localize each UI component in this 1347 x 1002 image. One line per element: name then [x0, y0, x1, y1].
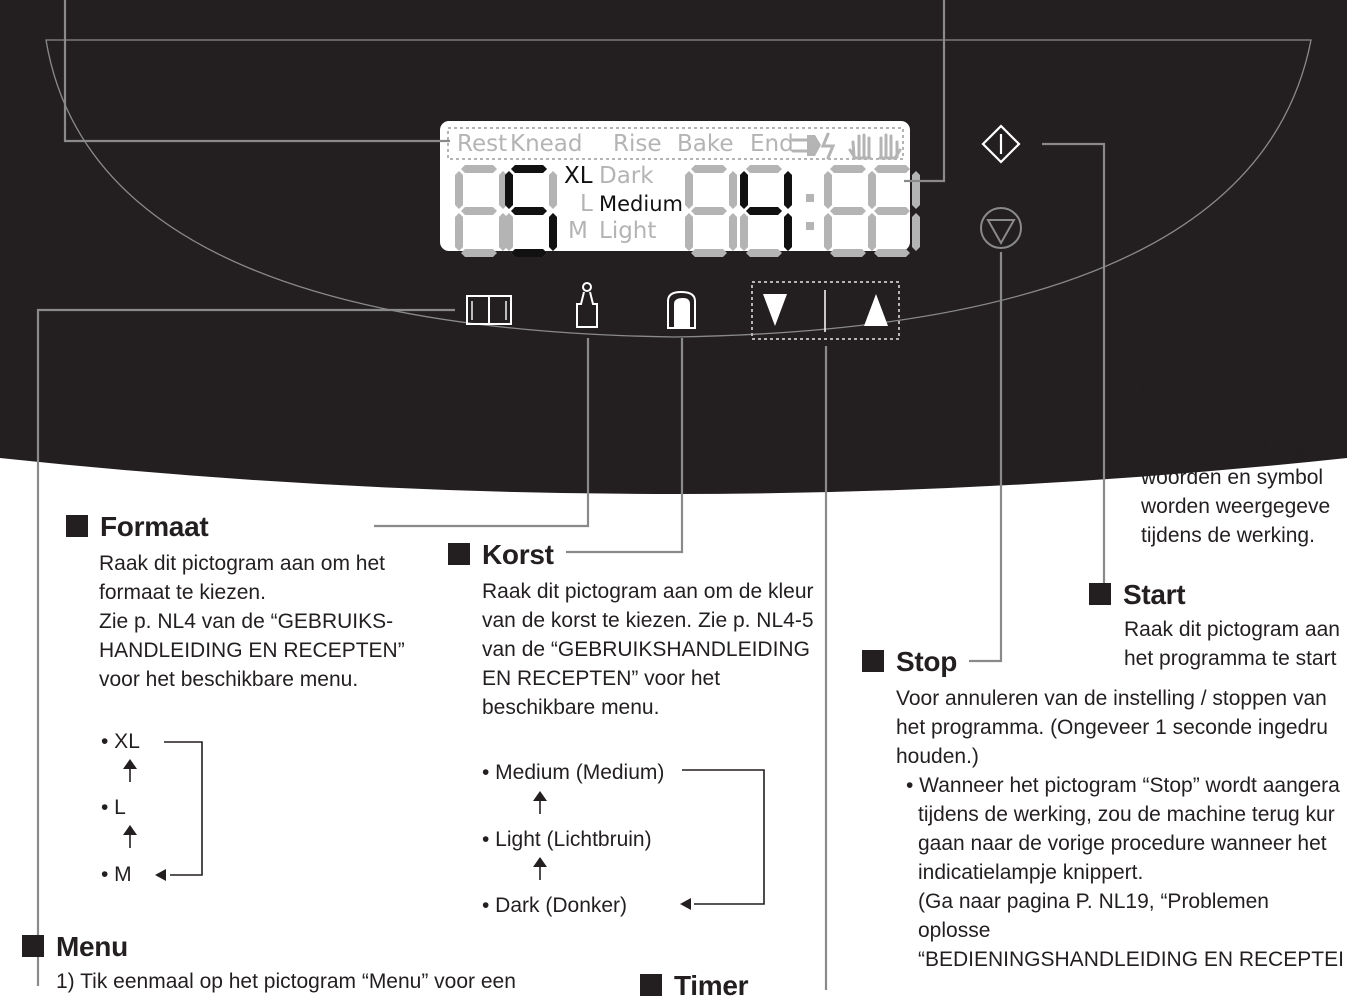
- size-option-l: • L: [101, 796, 126, 819]
- lcd-size-l: L: [580, 191, 593, 217]
- lcd-size-xl: XL: [564, 163, 593, 189]
- section-stop-title: Stop: [862, 646, 957, 678]
- up-arrow-icon: [533, 791, 547, 814]
- cycle-lines: [164, 741, 765, 905]
- crust-bread-icon[interactable]: [667, 290, 696, 329]
- lcd-crust-dark: Dark: [599, 163, 654, 189]
- lcd-size-m: M: [568, 218, 588, 244]
- display-note: • De afbeelding toont woorden en symbol …: [1127, 379, 1331, 547]
- size-option-m: • M: [101, 863, 132, 886]
- stop-icon[interactable]: [980, 207, 1022, 249]
- timer-buttons-frame: [751, 281, 900, 340]
- lcd-crust-medium: Medium: [599, 192, 683, 216]
- left-arrow-icon: [680, 898, 691, 910]
- section-start-title: Start: [1089, 579, 1186, 611]
- up-arrow-icon[interactable]: [864, 294, 888, 326]
- size-weight-icon[interactable]: [576, 282, 598, 328]
- panel-inner-outline: [45, 39, 1312, 338]
- lcd-stage-rest: Rest: [457, 131, 508, 157]
- crust-option-light: • Light (Lichtbruin): [482, 828, 652, 851]
- section-menu-text: 1) Tik eenmaal op het pictogram “Menu” v…: [56, 970, 516, 993]
- lcd-window: [440, 121, 910, 251]
- recipe-book-icon[interactable]: [466, 295, 512, 325]
- left-arrow-icon: [155, 869, 166, 881]
- lcd-stage-end: End: [750, 131, 794, 157]
- lcd-crust-light: Light: [599, 218, 657, 244]
- section-stop-text: Voor annuleren van de instelling / stopp…: [896, 687, 1328, 768]
- up-arrow-icon: [533, 857, 547, 880]
- power-plug-icon: [791, 132, 836, 160]
- section-timer-title: Timer: [640, 970, 749, 1002]
- section-menu-title: Menu: [22, 931, 128, 963]
- section-stop-note: • Wanneer het pictogram “Stop” wordt aan…: [906, 774, 1344, 971]
- crust-option-dark: • Dark (Donker): [482, 894, 628, 917]
- lcd-stage-rise: Rise: [613, 131, 662, 157]
- up-arrow-icon: [123, 825, 137, 848]
- hands-icon: [848, 133, 902, 160]
- crust-option-medium: • Medium (Medium): [482, 761, 665, 784]
- start-icon[interactable]: [981, 124, 1021, 164]
- lcd-stage-knead: Knead: [510, 131, 583, 157]
- down-arrow-icon[interactable]: [763, 294, 787, 326]
- section-korst-title: Korst: [448, 539, 554, 571]
- up-arrow-icon: [123, 759, 137, 782]
- leader-lines: [36, 0, 1106, 990]
- lcd-status-row-frame: [447, 127, 904, 160]
- section-formaat-title: Formaat: [66, 511, 209, 543]
- lcd-stage-bake: Bake: [677, 131, 734, 157]
- lcd-time-digits: [685, 165, 920, 257]
- size-option-xl: • XL: [101, 730, 140, 753]
